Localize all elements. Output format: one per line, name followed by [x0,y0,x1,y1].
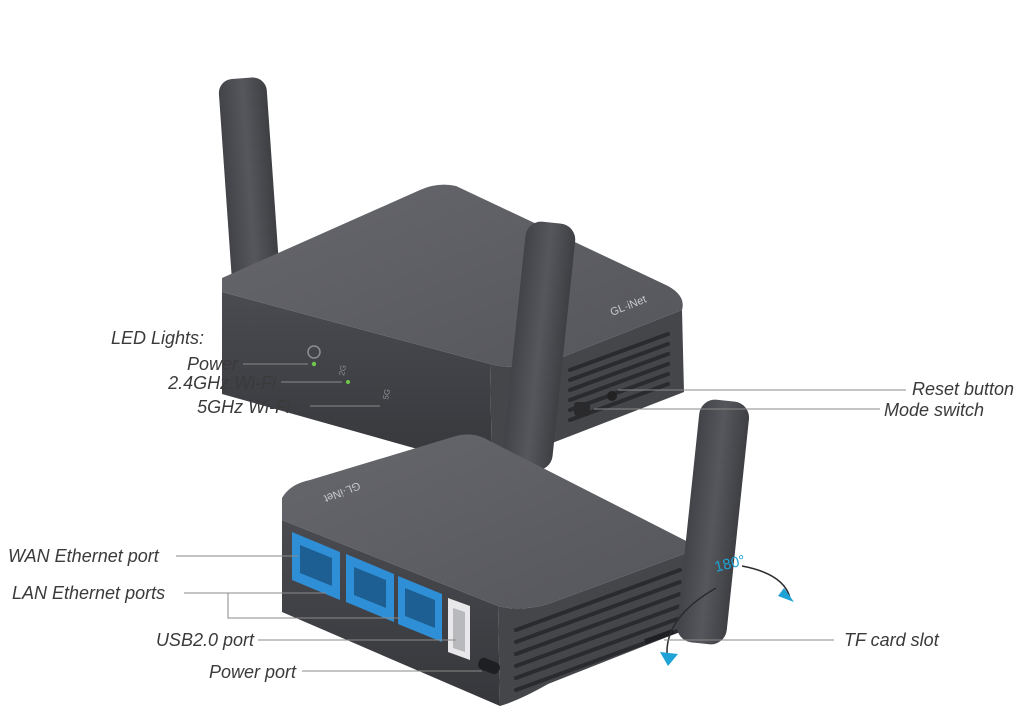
bottom-router: GL·iNet 180° [282,399,794,706]
antenna-rotating [676,399,750,645]
antenna-back-left [218,77,280,291]
wan-ethernet-port [292,532,340,600]
label-reset-button: Reset button [912,379,1015,399]
leader-lan [184,592,400,619]
top-router-front-face [222,292,492,470]
label-tf-card-slot: TF card slot [844,630,939,650]
leader-lines [176,363,906,672]
mode-switch-slider [574,402,590,416]
label-wifi-24: 2.4GHz Wi-Fi [168,373,276,393]
label-power-port: Power port [208,662,296,682]
label-wan-port: WAN Ethernet port [8,546,159,566]
led-mark-2g: 2G [337,364,348,376]
rotation-arrow-right [778,588,794,602]
top-router-top-face [222,184,683,367]
tf-card-slot [644,628,675,644]
antenna-front [502,221,576,471]
reset-button-hole [607,391,617,401]
lan-ethernet-port-2 [398,576,442,642]
label-power-led: Power [186,354,238,374]
usb-port [448,598,470,660]
led-mark-5g: 5G [381,388,392,400]
label-led-lights: LED Lights: [110,328,204,348]
label-usb-port: USB2.0 port [155,630,254,650]
power-led-icon [307,345,321,359]
top-router: GL·iNet 2G 5G [218,77,684,471]
power-port-socket [478,657,500,675]
label-mode-switch: Mode switch [884,400,985,420]
rotation-arrow-left [660,652,678,666]
power-led-dot [311,361,317,367]
label-lan-ports: LAN Ethernet ports [12,583,166,603]
label-wifi-5: 5GHz Wi-Fi [197,397,290,417]
lan-ethernet-port-1 [346,554,394,622]
wifi24-led-dot [346,380,350,384]
bottom-router-top-face [282,434,700,609]
